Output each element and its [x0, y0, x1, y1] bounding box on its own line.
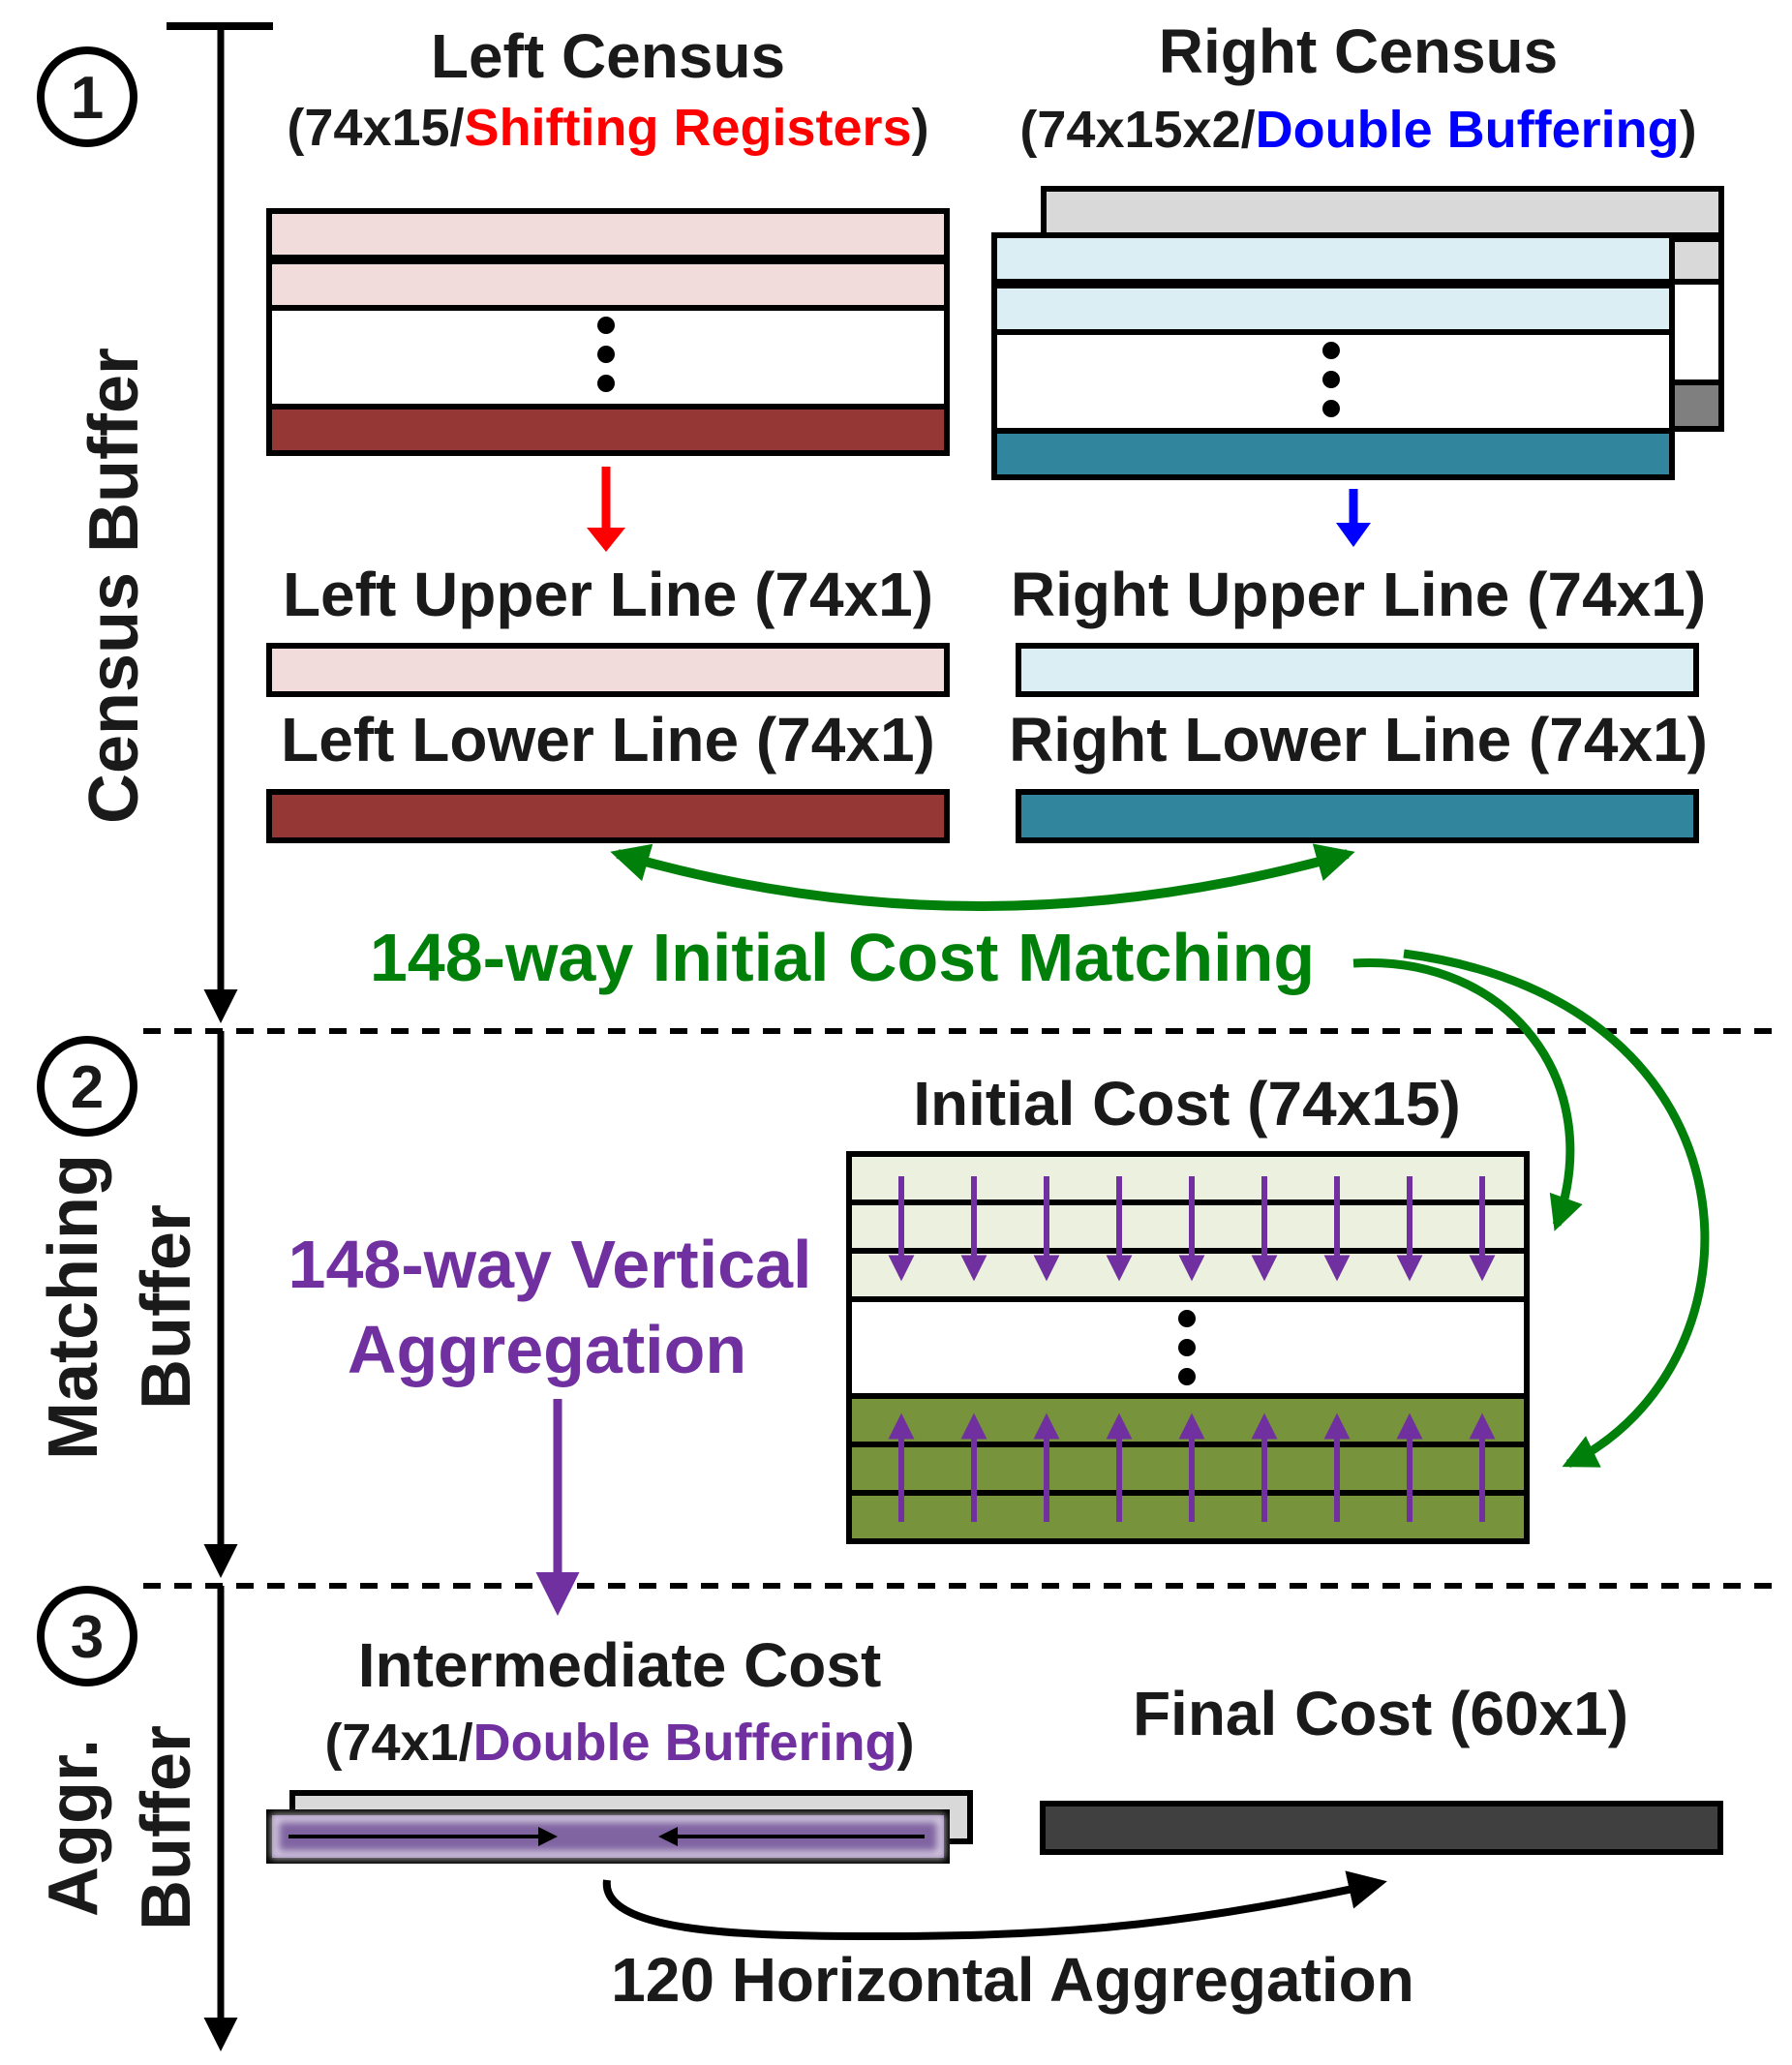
- horizontal-aggregation: 120 Horizontal Aggregation: [602, 1870, 1414, 2015]
- right-census-size-close: ): [1680, 101, 1697, 159]
- vertical-aggregation-label-line-2: Aggregation: [348, 1312, 746, 1387]
- right-census-size: (74x15x2/: [1019, 101, 1255, 159]
- right-census-front-buffer: [991, 232, 1675, 480]
- stage-2-label-line-2: Buffer: [128, 1204, 205, 1410]
- final-cost: Final Cost (60x1): [1040, 1679, 1723, 1855]
- right-census: Right Census (74x15x2/Double Buffering) …: [991, 16, 1724, 843]
- right-lower-line: [1016, 789, 1699, 843]
- right-upper-line: [1016, 643, 1699, 697]
- stage-2-badge: 2: [37, 1036, 137, 1137]
- vertical-aggregation-label-line-1: 148-way Vertical: [289, 1227, 812, 1302]
- right-census-method: Double Buffering: [1256, 101, 1680, 159]
- intermediate-cost-size-close: ): [897, 1714, 915, 1772]
- initial-cost-label: Initial Cost (74x15): [913, 1069, 1461, 1139]
- intermediate-cost: Intermediate Cost (74x1/Double Buffering…: [266, 1630, 973, 1864]
- initial-cost-buffer: [846, 1151, 1530, 1544]
- stage-3-number: 3: [71, 1604, 104, 1671]
- left-census-method: Shifting Registers: [465, 99, 912, 157]
- stage-3-label-line-2: Buffer: [128, 1725, 205, 1930]
- final-cost-label: Final Cost (60x1): [1133, 1679, 1628, 1748]
- upward-aggregation-arrows: [888, 1412, 1496, 1522]
- stage-2-label-line-1: Matching: [35, 1154, 112, 1460]
- matching-label: 148-way Initial Cost Matching: [370, 920, 1315, 995]
- left-census-buffer: [266, 208, 950, 456]
- stage-2-number: 2: [71, 1054, 104, 1121]
- intermediate-cost-title: Intermediate Cost: [358, 1630, 882, 1700]
- left-lower-line-label: Left Lower Line (74x1): [281, 705, 935, 774]
- stage-timeline: 1 2 3 Census Buffer Matching Buffer Aggr…: [35, 22, 1781, 2051]
- matching-to-upper-arrow: [1352, 958, 1583, 1231]
- left-lower-line: [266, 789, 950, 843]
- left-census: Left Census (74x15/Shifting Registers) L…: [266, 21, 950, 843]
- left-upper-line-label: Left Upper Line (74x1): [283, 560, 933, 629]
- intermediate-cost-subtitle: (74x1/Double Buffering): [324, 1714, 914, 1772]
- left-upper-line: [266, 643, 950, 697]
- stage-3-badge: 3: [37, 1586, 137, 1686]
- matching-double-arrow: [610, 843, 1355, 911]
- right-census-subtitle: (74x15x2/Double Buffering): [1019, 101, 1696, 159]
- left-census-subtitle: (74x15/Shifting Registers): [287, 99, 928, 157]
- left-census-title: Left Census: [431, 21, 785, 91]
- intermediate-cost-front-buffer: [266, 1809, 950, 1864]
- right-lower-line-label: Right Lower Line (74x1): [1009, 705, 1708, 774]
- intermediate-cost-method: Double Buffering: [473, 1714, 897, 1772]
- final-cost-buffer: [1040, 1801, 1723, 1855]
- vertical-aggregation: 148-way Vertical Aggregation: [289, 1227, 812, 1616]
- horizontal-aggregation-arrow: [602, 1870, 1387, 1941]
- stage-3-label-line-1: Aggr.: [35, 1739, 112, 1917]
- left-census-size-close: ): [912, 99, 929, 157]
- stage-1-number: 1: [71, 65, 104, 132]
- stage-1-badge: 1: [37, 46, 137, 147]
- left-census-size: (74x15/: [287, 99, 464, 157]
- right-upper-line-label: Right Upper Line (74x1): [1011, 560, 1706, 629]
- intermediate-cost-size: (74x1/: [324, 1714, 472, 1772]
- horizontal-aggregation-label: 120 Horizontal Aggregation: [611, 1945, 1414, 2015]
- stage-1-label: Census Buffer: [76, 348, 153, 824]
- downward-aggregation-arrows: [888, 1176, 1496, 1282]
- right-census-title: Right Census: [1159, 16, 1558, 86]
- matching-to-lower-arrow: [1403, 949, 1710, 1469]
- initial-cost-matching: 148-way Initial Cost Matching: [370, 843, 1710, 1469]
- initial-cost: Initial Cost (74x15): [846, 1069, 1530, 1544]
